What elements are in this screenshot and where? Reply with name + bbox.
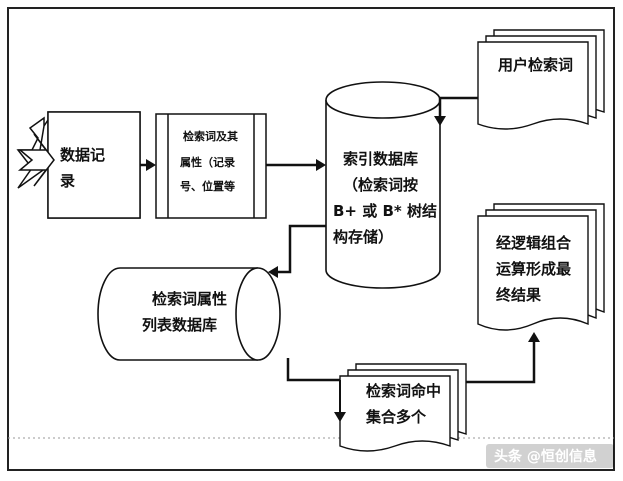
outer-frame	[7, 7, 615, 471]
arrow-user-terms-to-index	[434, 96, 478, 126]
node-index-db-label-3: B+ 或 B* 树结	[333, 202, 437, 220]
node-data-record-label-1: 数据记	[60, 146, 105, 164]
node-attr-list-db-label-2: 列表数据库	[142, 316, 217, 334]
node-logic-result-label-2: 运算形成最	[496, 260, 572, 278]
node-logic-result-label-3: 终结果	[496, 286, 542, 304]
node-index-db-label-4: 构存储）	[333, 228, 393, 246]
node-term-attributes: 检索词及其 属性（记录 号、位置等	[155, 113, 267, 219]
node-index-db-label-2: （检索词按	[343, 176, 418, 194]
node-data-record: 数据记 录	[16, 111, 141, 219]
arrow-attr-list-to-hit-set	[286, 358, 346, 422]
node-attr-list-db-label-1: 检索词属性	[152, 290, 227, 308]
node-hit-set-label-2: 集合多个	[365, 408, 427, 426]
node-logic-result: 经逻辑组合 运算形成最 终结果	[477, 203, 605, 331]
arrow-record-to-attributes	[140, 159, 156, 171]
node-data-record-label-2: 录	[60, 172, 75, 190]
node-index-db-label-1: 索引数据库	[343, 150, 418, 168]
node-hit-set: 检索词命中 集合多个	[339, 363, 467, 452]
arrow-index-to-attr-list	[268, 224, 326, 278]
node-logic-result-label-1: 经逻辑组合	[496, 234, 572, 252]
arrow-hit-set-to-result	[466, 332, 540, 384]
node-attr-list-db: 检索词属性 列表数据库	[97, 267, 281, 361]
watermark-text: 头条 @恒创信息	[494, 448, 597, 465]
node-user-terms-label: 用户检索词	[498, 56, 573, 74]
node-term-attributes-label-1: 检索词及其	[183, 129, 238, 143]
node-term-attributes-label-2: 属性（记录	[180, 155, 235, 169]
node-user-terms: 用户检索词	[477, 29, 605, 130]
watermark: 头条 @恒创信息	[486, 444, 614, 468]
node-index-db: 索引数据库 （检索词按 B+ 或 B* 树结 构存储）	[325, 81, 441, 289]
arrow-attributes-to-index	[266, 159, 326, 171]
node-term-attributes-label-3: 号、位置等	[180, 179, 235, 193]
node-hit-set-label-1: 检索词命中	[366, 382, 441, 400]
